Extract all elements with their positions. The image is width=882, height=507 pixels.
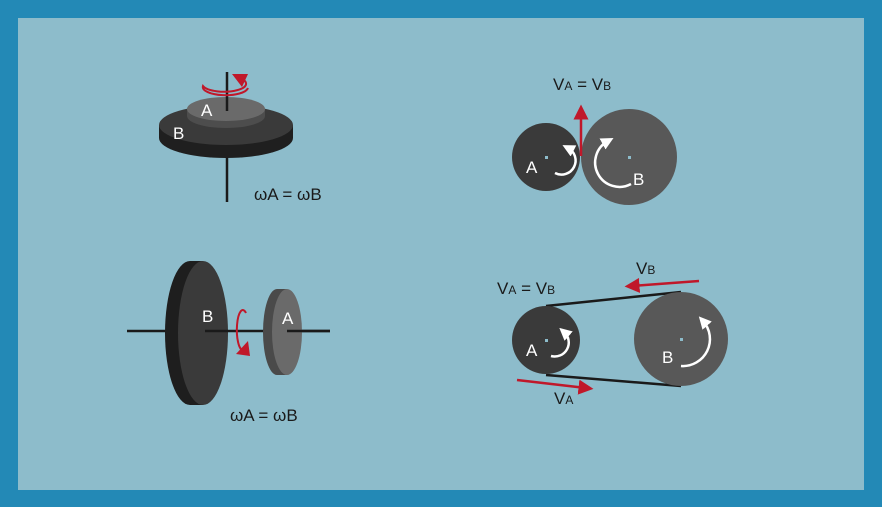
velocity-equation: VA = VB [497, 279, 555, 298]
equation: ωA = ωB [230, 406, 298, 425]
velocity-b-arrow-icon [624, 277, 700, 293]
label-b: B [662, 348, 673, 367]
label-b: B [633, 170, 644, 189]
rotation-arrowhead-icon [236, 341, 250, 356]
velocity-equation: VA = VB [553, 75, 611, 94]
rotation-arrow-a-icon [550, 327, 573, 358]
rotation-arrowhead-icon [232, 74, 248, 87]
velocity-b-label: VB [636, 259, 655, 278]
rotation-arrow-a-icon [554, 145, 577, 176]
belt-bottom [545, 373, 682, 388]
label-a: A [201, 101, 213, 120]
rotation-arrow-b-icon [680, 316, 712, 368]
coaxial-wheels: A B ωA = ωB [159, 72, 322, 204]
equation: ωA = ωB [254, 185, 322, 204]
label-a: A [282, 309, 294, 328]
rotation-arrow-icon [235, 309, 247, 351]
disk-b [178, 261, 228, 405]
panel-background [18, 18, 864, 490]
contact-wheels: A B VA = VB [512, 75, 677, 205]
label-b: B [202, 307, 213, 326]
label-a: A [526, 341, 538, 360]
belt-top [545, 290, 682, 308]
rotation-arrow-icon [201, 76, 249, 97]
velocity-a-label: VA [554, 389, 573, 408]
label-a: A [526, 158, 538, 177]
belt-wheels: A B VA = VB VB VA [497, 259, 728, 408]
velocity-a-arrow-icon [516, 378, 594, 395]
shaft-wheels: B A ωA = ωB [127, 261, 330, 425]
rotation-arrow-b-icon [593, 138, 632, 189]
label-b: B [173, 124, 184, 143]
